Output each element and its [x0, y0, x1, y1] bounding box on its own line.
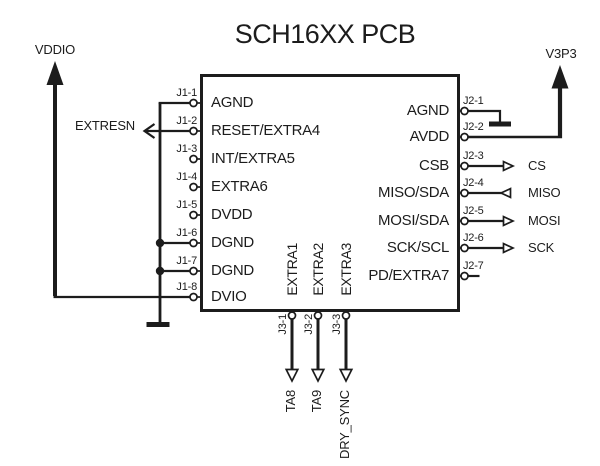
ta8-arrowhead — [284, 368, 300, 383]
extresn-arrow — [142, 123, 156, 139]
pin-circle-J2-5 — [460, 216, 469, 226]
pin-name-J2-6: SCK/SCL — [386, 239, 449, 256]
pin-name-J1-3: INT/EXTRA5 — [211, 150, 295, 167]
pin-number-J1-1: J1-1 — [176, 87, 197, 99]
pin-name-J3-3: EXTRA3 — [338, 243, 354, 296]
pin-circle-J1-8 — [189, 292, 198, 302]
pin-circle-J1-4 — [189, 182, 198, 192]
junction-dot-dgnd7 — [155, 266, 165, 276]
pin-circle-J2-1 — [460, 106, 469, 116]
pin-circle-J1-3 — [189, 154, 198, 164]
pin-circle-J1-6 — [189, 238, 198, 248]
pin-circle-J2-2 — [460, 132, 469, 142]
pin-number-J2-2: J2-2 — [463, 121, 484, 133]
extresn-net-label: EXTRESN — [74, 118, 135, 133]
pin-name-J1-8: DVIO — [211, 288, 247, 305]
pin-name-J1-7: DGND — [211, 262, 254, 279]
pin-circle-J2-4 — [460, 188, 469, 198]
pin-number-J2-1: J2-1 — [463, 95, 484, 107]
pin-circle-J1-5 — [189, 210, 198, 220]
pin-number-J1-7: J1-7 — [176, 255, 197, 267]
pin-name-J2-3: CSB — [419, 157, 449, 174]
ta9-arrowhead — [310, 368, 326, 383]
cs-arrowhead — [502, 160, 516, 172]
miso-arrowhead — [498, 187, 512, 199]
pin-number-J1-4: J1-4 — [176, 171, 197, 183]
signal-label-DRY_SYNC: DRY_SYNC — [337, 390, 352, 459]
pin-circle-J2-7 — [460, 271, 469, 281]
pin-name-J3-2: EXTRA2 — [310, 243, 326, 296]
pin-name-J2-7: PD/EXTRA7 — [368, 267, 449, 284]
pin-circle-J3-3 — [341, 311, 351, 320]
pin-name-J1-2: RESET/EXTRA4 — [211, 122, 320, 139]
pin-name-J1-4: EXTRA6 — [211, 178, 268, 195]
pin-circle-J3-2 — [313, 311, 323, 320]
pin-number-J1-3: J1-3 — [176, 143, 197, 155]
schematic-title: SCH16XX PCB — [234, 19, 416, 49]
pin-number-J2-3: J2-3 — [463, 150, 484, 162]
agnd-j2-wire — [468, 109, 502, 122]
pin-number-J1-5: J1-5 — [176, 199, 197, 211]
signal-label-CS: CS — [528, 158, 546, 173]
pin-name-J2-4: MISO/SDA — [378, 184, 449, 201]
sck-arrowhead — [502, 242, 516, 254]
pin-name-J3-1: EXTRA1 — [284, 243, 300, 296]
pin-number-J1-2: J1-2 — [176, 115, 197, 127]
pin-circle-J1-7 — [189, 266, 198, 276]
pin-name-J1-1: AGND — [211, 94, 254, 111]
pin-number-J2-4: J2-4 — [463, 177, 484, 189]
pin-number-J3-2: J3-2 — [303, 314, 315, 335]
signal-label-TA9: TA9 — [309, 390, 324, 413]
pin-number-J2-7: J2-7 — [463, 260, 484, 272]
signal-label-MISO: MISO — [528, 185, 561, 200]
pin-name-J1-6: DGND — [211, 234, 254, 251]
pin-number-J2-6: J2-6 — [463, 232, 484, 244]
junction-dot-dgnd6 — [155, 238, 165, 248]
vddio-net-label: VDDIO — [34, 42, 76, 57]
pin-number-J1-8: J1-8 — [176, 281, 197, 293]
pin-name-J2-5: MOSI/SDA — [378, 212, 449, 229]
v3p3-net-label: V3P3 — [545, 46, 577, 61]
pin-name-J2-1: AGND — [406, 102, 449, 119]
mosi-arrowhead — [502, 215, 516, 227]
pin-circle-J1-2 — [189, 126, 198, 136]
signal-label-SCK: SCK — [528, 240, 555, 255]
pin-name-J2-2: AVDD — [409, 128, 450, 145]
pin-circle-J2-6 — [460, 243, 469, 253]
signal-label-TA8: TA8 — [283, 390, 298, 413]
pin-circle-J3-1 — [287, 311, 297, 320]
dry-sync-arrowhead — [338, 368, 354, 383]
pin-name-J1-5: DVDD — [211, 206, 253, 223]
v3p3-power-arrow — [551, 65, 569, 89]
pin-number-J3-3: J3-3 — [331, 314, 343, 335]
vddio-power-arrow — [46, 61, 64, 85]
pin-circle-J1-1 — [189, 98, 198, 108]
signal-label-MOSI: MOSI — [528, 213, 561, 228]
pin-number-J1-6: J1-6 — [176, 227, 197, 239]
pin-number-J2-5: J2-5 — [463, 205, 484, 217]
pin-number-J3-1: J3-1 — [277, 314, 289, 335]
pin-circle-J2-3 — [460, 161, 469, 171]
